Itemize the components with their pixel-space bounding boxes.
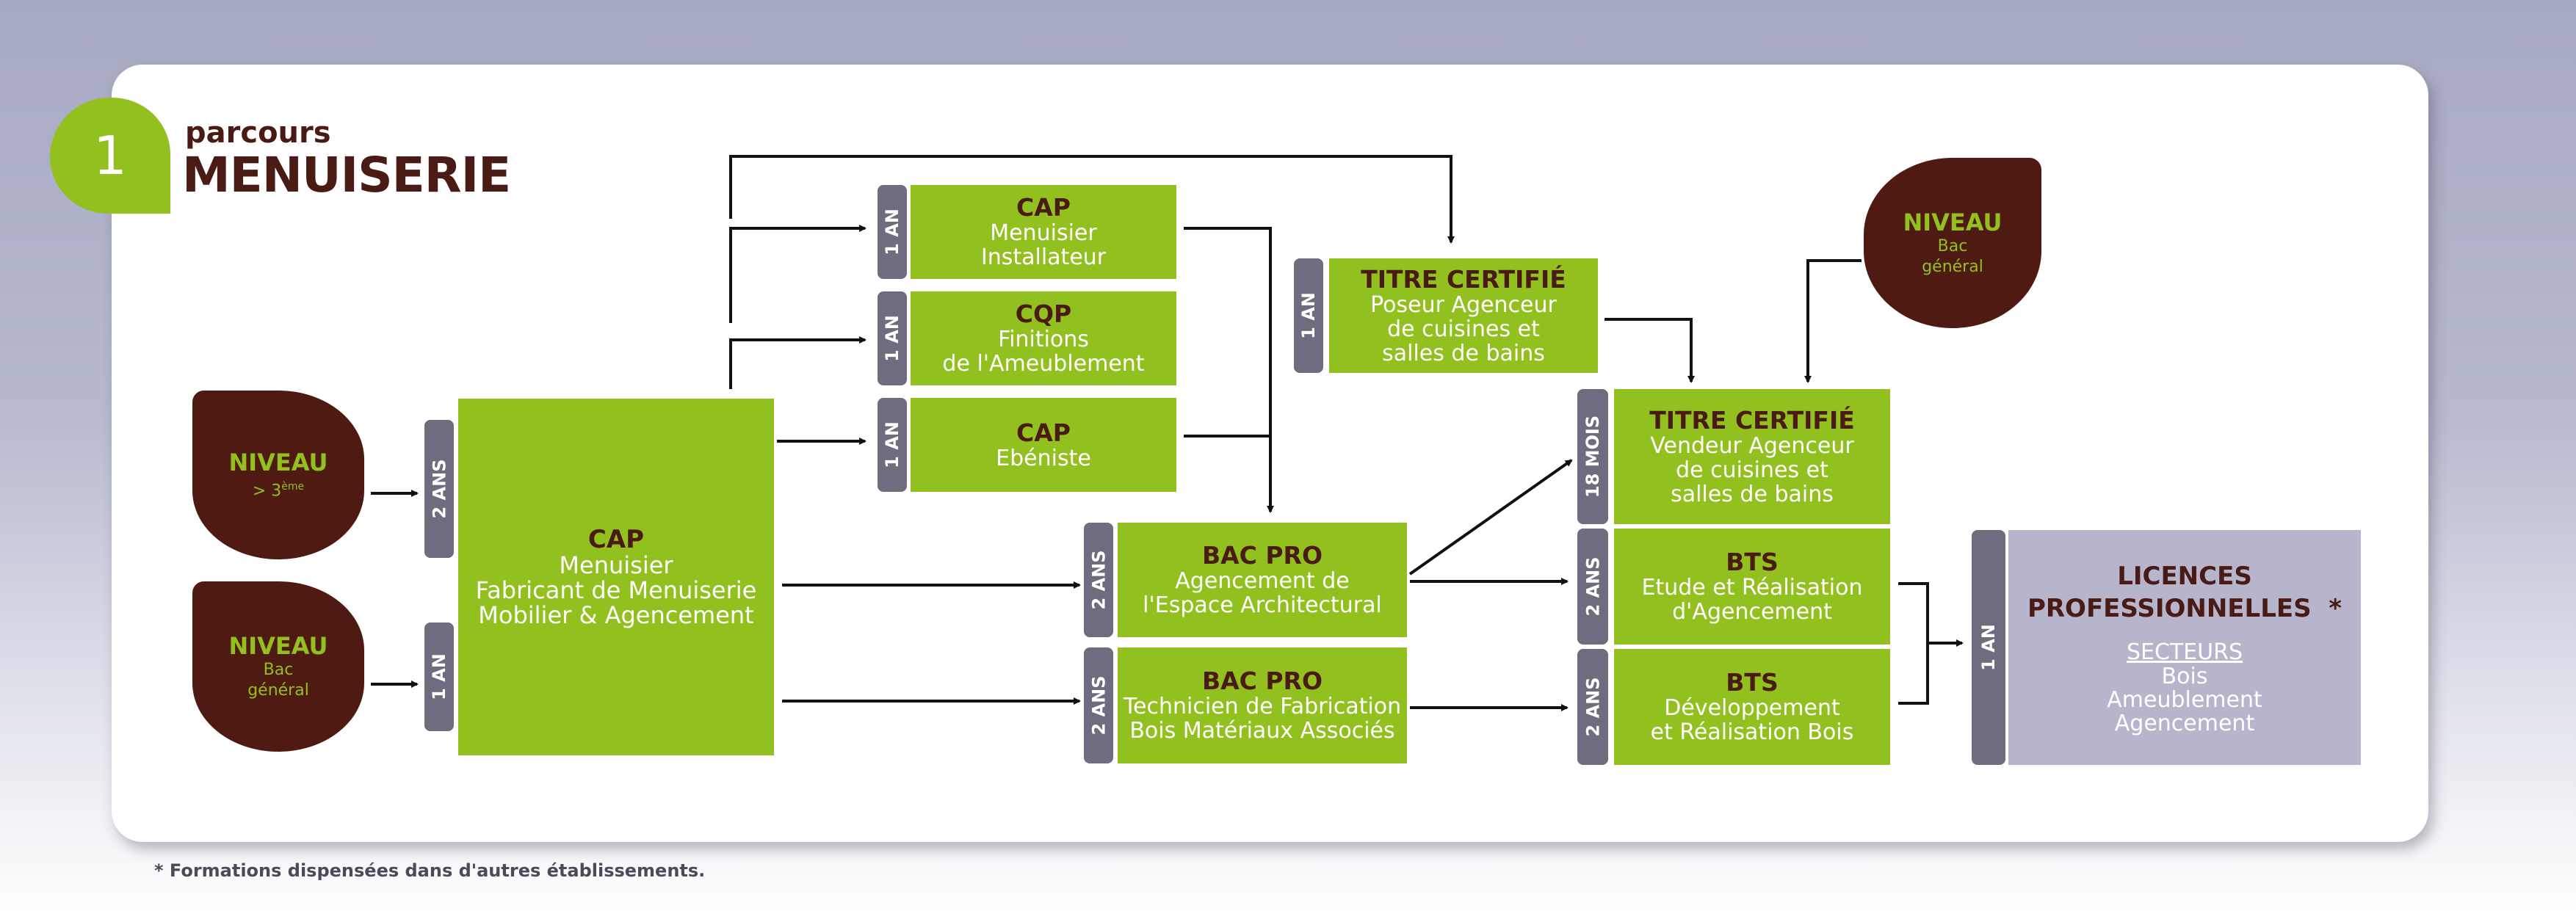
line-bts-bracket — [1898, 582, 1929, 705]
licences-sector-item: Bois — [2161, 663, 2208, 689]
box-head: CAP — [1016, 193, 1071, 222]
arrow-bacpro-to-vendeur — [1408, 459, 1573, 576]
duration-tab-bacpro-agencement: 2 ANS — [1084, 523, 1113, 637]
box-head: CAP — [1016, 418, 1071, 447]
box-text: Etude et Réalisation d'Agencement — [1641, 575, 1863, 625]
licences-sectors-label: SECTEURS — [2126, 639, 2243, 665]
box-text: Vendeur Agenceur de cuisines et salles d… — [1650, 432, 1854, 507]
arrow-to-cap-installateur — [729, 225, 866, 323]
footnote: * Formations dispensées dans d'autres ét… — [154, 860, 706, 881]
box-text: Technicien de Fabrication Bois Matériaux… — [1123, 694, 1402, 744]
page-subtitle: parcours — [185, 116, 331, 150]
box-text: Poseur Agenceur de cuisines et salles de… — [1370, 291, 1557, 366]
box-bacpro-agencement: BAC PRO Agencement de l'Espace Architect… — [1118, 523, 1407, 637]
box-head: CAP — [587, 525, 645, 554]
duration-tab-cap-2ans: 2 ANS — [424, 420, 454, 558]
box-text: Menuisier Installateur — [980, 220, 1107, 270]
box-text: Ebéniste — [996, 445, 1091, 471]
box-bts-developpement: BTS Développement et Réalisation Bois — [1614, 649, 1890, 765]
arrow-poseur-to-vendeur — [1604, 318, 1695, 383]
right-level-bac: NIVEAU Bac général — [1864, 158, 2041, 328]
licences-head-line1: LICENCES — [2117, 561, 2252, 591]
licences-sector-item: Agencement — [2114, 710, 2255, 736]
right-level-title: NIVEAU — [1903, 208, 2002, 236]
licences-head-line2: PROFESSIONNELLES * — [2027, 593, 2342, 623]
step-number-leaf: 1 — [50, 98, 170, 214]
arrow-niveau-to-vendeur — [1804, 259, 1862, 383]
box-cqp: CQP Finitions de l'Ameublement — [911, 291, 1176, 385]
duration-tab-titre-vendeur: 18 MOIS — [1577, 389, 1608, 524]
entry-level-title: NIVEAU — [228, 632, 328, 660]
duration-tab-bts-developpement: 2 ANS — [1577, 649, 1608, 765]
box-cap-main: CAP Menuisier Fabricant de Menuiserie Mo… — [458, 399, 774, 755]
box-bts-etude: BTS Etude et Réalisation d'Agencement — [1614, 529, 1890, 645]
box-titre-poseur: TITRE CERTIFIÉ Poseur Agenceur de cuisin… — [1329, 258, 1598, 373]
duration-tab-cap-1an: 1 AN — [424, 623, 454, 731]
entry-level-sub-line1: Bac — [263, 661, 294, 679]
box-head: BAC PRO — [1201, 667, 1323, 695]
box-head: BTS — [1726, 548, 1779, 576]
box-text: Développement et Réalisation Bois — [1650, 695, 1854, 745]
box-cap-installateur: CAP Menuisier Installateur — [911, 185, 1176, 279]
licences-sector-item: Ameublement — [2107, 686, 2262, 713]
duration-tab-cqp: 1 AN — [878, 291, 907, 385]
duration-tab-titre-poseur: 1 AN — [1294, 258, 1323, 373]
box-bacpro-technicien: BAC PRO Technicien de Fabrication Bois M… — [1118, 647, 1407, 763]
entry-level-bac: NIVEAU Bac général — [192, 581, 364, 752]
duration-tab-cap-ebeniste: 1 AN — [878, 398, 907, 492]
page-title: MENUISERIE — [182, 147, 511, 203]
box-cap-ebeniste: CAP Ebéniste — [911, 398, 1176, 492]
box-titre-vendeur: TITRE CERTIFIÉ Vendeur Agenceur de cuisi… — [1614, 389, 1890, 524]
right-level-sub-line2: général — [1922, 258, 1983, 276]
entry-level-sub-line2: général — [247, 681, 309, 700]
duration-tab-bacpro-technicien: 2 ANS — [1084, 647, 1113, 763]
entry-level-subtitle: > 3ème — [252, 480, 305, 501]
box-head: BAC PRO — [1201, 541, 1323, 570]
box-head: CQP — [1015, 300, 1072, 328]
box-head: TITRE CERTIFIÉ — [1361, 264, 1566, 294]
arrow-to-cqp — [729, 336, 866, 389]
box-text: Menuisier Fabricant de Menuiserie Mobili… — [475, 551, 757, 629]
box-licences: LICENCES PROFESSIONNELLES * SECTEURS Boi… — [2008, 530, 2361, 765]
entry-level-3eme: NIVEAU > 3ème — [192, 391, 364, 559]
entry-level-title: NIVEAU — [228, 448, 328, 476]
duration-tab-licences: 1 AN — [1972, 530, 2005, 765]
duration-tab-cap-installateur: 1 AN — [878, 185, 907, 279]
step-number: 1 — [93, 125, 127, 186]
duration-tab-bts-etude: 2 ANS — [1577, 529, 1608, 645]
arrow-installateur-to-bacpro — [1184, 227, 1274, 513]
box-head: TITRE CERTIFIÉ — [1649, 405, 1855, 435]
box-text: Finitions de l'Ameublement — [942, 327, 1145, 377]
box-text: Agencement de l'Espace Architectural — [1143, 568, 1382, 618]
right-level-sub-line1: Bac — [1937, 237, 1968, 255]
arrow-to-titre-poseur — [729, 155, 1455, 244]
box-head: BTS — [1726, 668, 1779, 697]
